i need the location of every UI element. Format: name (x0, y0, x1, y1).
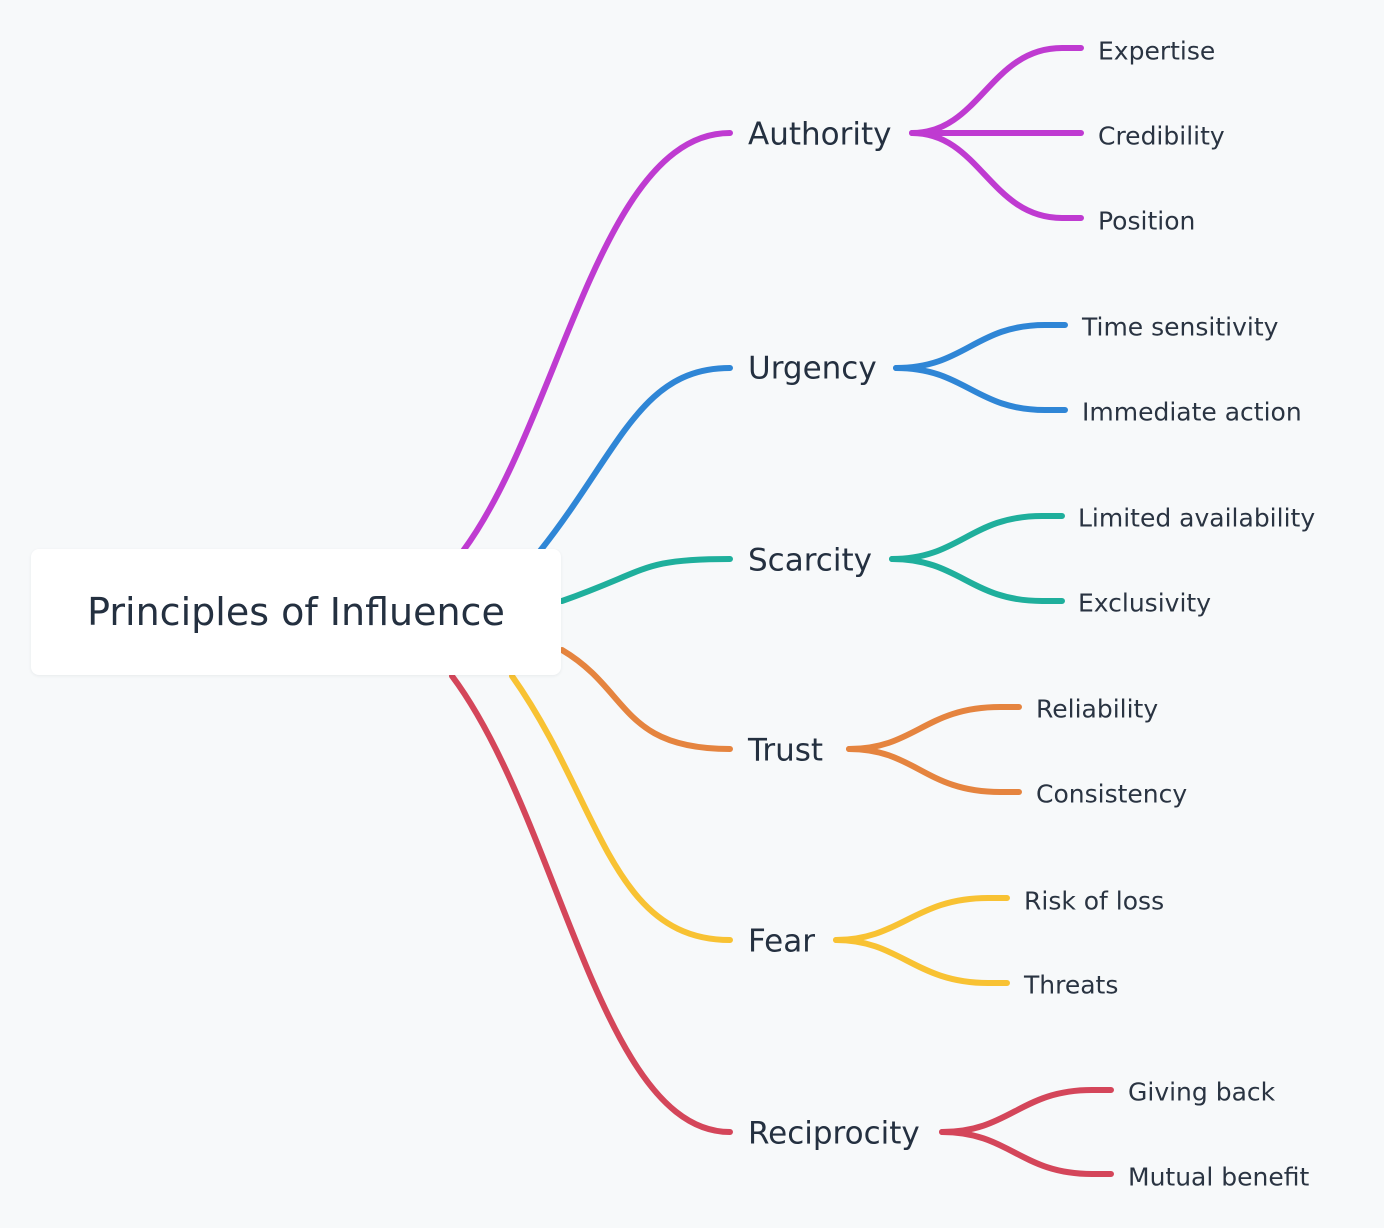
connector-trust-reliability (846, 704, 1022, 752)
leaf-node-threats[interactable]: Threats (1024, 970, 1119, 1000)
leaf-node-position[interactable]: Position (1098, 206, 1196, 236)
connector-urgency-time-sensitivity (893, 322, 1068, 371)
branch-node-authority[interactable]: Authority (748, 116, 892, 153)
connector-trust-consistency (846, 746, 1022, 795)
leaf-node-immediate-action[interactable]: Immediate action (1082, 397, 1302, 427)
leaf-node-giving-back[interactable]: Giving back (1128, 1077, 1276, 1107)
leaf-node-mutual-benefit[interactable]: Mutual benefit (1128, 1162, 1310, 1192)
leaf-node-time-sensitivity[interactable]: Time sensitivity (1082, 312, 1279, 342)
connector-reciprocity-mutual-benefit (939, 1129, 1114, 1177)
leaf-node-reliability[interactable]: Reliability (1036, 694, 1159, 724)
branch-node-fear[interactable]: Fear (748, 923, 815, 960)
branch-node-scarcity[interactable]: Scarcity (748, 542, 872, 579)
branch-node-trust[interactable]: Trust (748, 732, 824, 769)
leaf-node-credibility[interactable]: Credibility (1098, 121, 1225, 151)
connector-urgency-immediate-action (893, 365, 1068, 413)
connector-root-urgency (537, 365, 733, 554)
leaf-node-expertise[interactable]: Expertise (1098, 36, 1216, 66)
connector-scarcity-exclusivity (889, 556, 1065, 604)
connector-scarcity-limited-availability (889, 513, 1065, 562)
connector-root-reciprocity (449, 673, 733, 1135)
branch-node-urgency[interactable]: Urgency (748, 350, 877, 387)
connector-root-fear (509, 673, 733, 943)
branch-node-reciprocity[interactable]: Reciprocity (748, 1115, 920, 1152)
connector-root-trust (559, 647, 733, 752)
leaf-node-exclusivity[interactable]: Exclusivity (1078, 588, 1211, 618)
connector-fear-risk-of-loss (833, 895, 1010, 943)
leaf-node-limited-availability[interactable]: Limited availability (1078, 503, 1316, 533)
root-node-label: Principles of Influence (87, 590, 505, 634)
connector-reciprocity-giving-back (939, 1087, 1114, 1135)
connector-root-scarcity (559, 556, 733, 604)
leaf-node-risk-of-loss[interactable]: Risk of loss (1024, 886, 1165, 916)
connector-fear-threats (833, 937, 1010, 986)
connector-authority-position (909, 130, 1084, 221)
connector-root-authority (460, 130, 733, 554)
leaf-node-consistency[interactable]: Consistency (1036, 779, 1188, 809)
connector-authority-expertise (909, 45, 1084, 136)
root-node[interactable]: Principles of Influence (31, 549, 561, 675)
